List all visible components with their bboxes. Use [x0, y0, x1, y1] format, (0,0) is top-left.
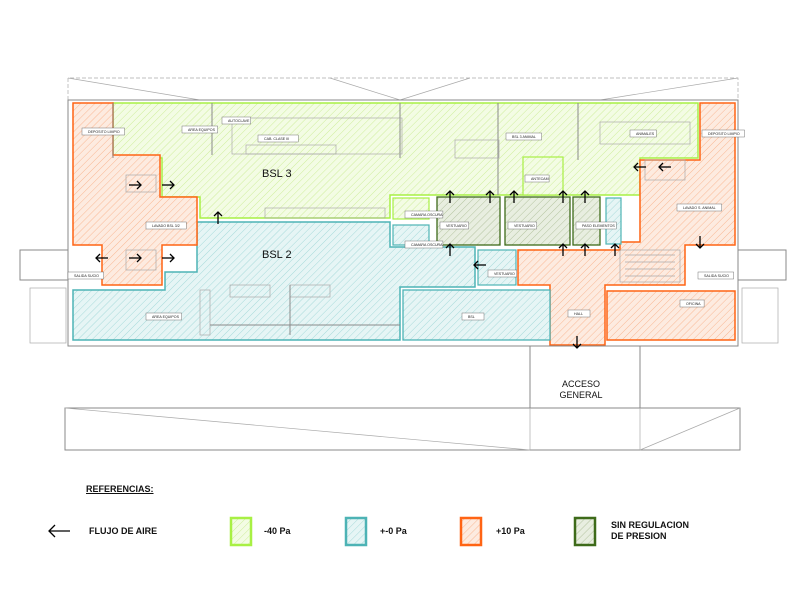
room-tag: DEPOSITO LIMPIO	[81, 127, 125, 136]
building-outline	[67, 99, 739, 347]
room-tags: DEPOSITO LIMPIO AREA EQUIPOS AUTOCLAVE CAB.…	[67, 116, 745, 321]
airflow-arrow-icon	[509, 190, 519, 203]
airflow-arrow-icon	[213, 211, 223, 224]
room-tag: SALIDA SUCIO	[67, 271, 104, 280]
airflow-arrows	[95, 162, 705, 349]
room-tag: CAMARA OSCURA	[404, 240, 443, 249]
room-tag: LAVADO BSL 3/2	[145, 221, 187, 230]
room-tag: CAB. CLASE III	[257, 134, 299, 143]
room-label: LAVADO S. ANIMAL	[683, 206, 716, 210]
legend-label-line2: DE PRESION	[611, 531, 667, 541]
room-tag: BSL	[461, 312, 485, 321]
room-label: VESTUARIO	[514, 224, 535, 228]
airflow-arrow-icon	[445, 190, 455, 203]
room-label: HALL	[574, 312, 583, 316]
airflow-arrow-icon	[95, 253, 108, 263]
room-label: CAMARA OSCURA	[411, 213, 443, 217]
room-label: ANTECAM	[531, 177, 549, 181]
room-tag: DEPOSITO LIMPIO	[701, 129, 745, 138]
room-label: AREA EQUIPOS	[152, 315, 180, 319]
room-tag: VESTUARIO	[487, 269, 517, 278]
room-label: PASO ELEMENTOS	[582, 224, 615, 228]
room-tag: ANIMALES	[629, 129, 657, 138]
access-label-line2: GENERAL	[559, 390, 602, 400]
room-tag: VESTUARIO	[439, 221, 469, 230]
room-label: OFICINA	[686, 302, 701, 306]
room-vestuario-cyan	[477, 249, 517, 286]
access-label-line1: ACCESO	[562, 379, 600, 389]
zone-label-bsl3: BSL 3	[262, 168, 292, 180]
airflow-arrow-icon	[580, 190, 590, 203]
room-label: CAB. CLASE III	[264, 137, 289, 141]
room-tag: HALL	[567, 309, 591, 318]
zone-orange-right	[517, 102, 736, 346]
legend-label-line1: SIN REGULACION	[611, 520, 690, 530]
room-label: LAVADO BSL 3/2	[152, 224, 180, 228]
airflow-arrow-icon	[610, 243, 620, 256]
legend-label-flujo: FLUJO DE AIRE	[89, 526, 158, 536]
room-label: AUTOCLAVE	[228, 119, 250, 123]
airflow-arrow-icon	[162, 180, 175, 190]
airflow-arrow-icon	[658, 162, 671, 172]
room-label: BSL	[468, 315, 475, 319]
room-tag: LAVADO S. ANIMAL	[676, 203, 722, 212]
legend-label-minus40: -40 Pa	[264, 526, 291, 536]
room-tag: VESTUARIO	[507, 221, 537, 230]
room-vestuario-2	[504, 196, 571, 246]
airflow-arrow-icon	[129, 253, 142, 263]
room-label: SALIDA SUCIO	[74, 274, 99, 278]
room-label: SALIDA SUCIO	[704, 274, 729, 278]
room-label: VESTUARIO	[446, 224, 467, 228]
airflow-arrow-icon	[558, 190, 568, 203]
room-tag: OFICINA	[679, 299, 705, 308]
room-tag: PASO ELEMENTOS	[575, 221, 617, 230]
room-tag: AREA EQUIPOS	[181, 125, 218, 134]
airflow-arrow-icon	[473, 260, 486, 270]
room-paso-elementos	[572, 196, 601, 246]
room-label: DEPOSITO LIMPIO	[88, 130, 120, 134]
airflow-arrow-icon	[162, 253, 175, 263]
airflow-arrow-icon	[558, 243, 568, 256]
legend-title: REFERENCIAS:	[86, 484, 154, 494]
airflow-arrow-icon	[572, 336, 582, 349]
zone-label-bsl2: BSL 2	[262, 249, 292, 261]
room-label: VESTUARIO	[494, 272, 515, 276]
room-tag: BSL 3 ANIMAL	[505, 132, 542, 141]
room-cyan-small	[605, 197, 622, 245]
room-label: AREA EQUIPOS	[188, 128, 216, 132]
room-oficina	[606, 290, 736, 341]
legend-label-zero: +-0 Pa	[380, 526, 407, 536]
room-tag: AREA EQUIPOS	[145, 312, 182, 321]
airflow-arrow-icon	[580, 243, 590, 256]
airflow-arrow-icon	[445, 243, 455, 256]
room-label: BSL 3 ANIMAL	[512, 135, 536, 139]
room-tag: SALIDA SUCIO	[697, 271, 734, 280]
room-tag: ANTECAM	[524, 174, 550, 183]
legend-label-plus10: +10 Pa	[496, 526, 525, 536]
room-label: CAMARA OSCURA	[411, 243, 443, 247]
room-label: ANIMALES	[636, 132, 655, 136]
airflow-arrow-icon	[695, 236, 705, 249]
room-tag: CAMARA OSCURA	[404, 210, 443, 219]
room-label: DEPOSITO LIMPIO	[708, 132, 740, 136]
airflow-arrow-icon	[633, 162, 646, 172]
roof-outline	[67, 77, 739, 101]
airflow-arrow-icon	[485, 190, 495, 203]
room-tag: AUTOCLAVE	[221, 116, 251, 125]
zone-bsl2	[72, 221, 476, 341]
room-vestuario-1	[436, 196, 501, 246]
airflow-arrow-icon	[129, 180, 142, 190]
access-structure	[64, 345, 741, 451]
